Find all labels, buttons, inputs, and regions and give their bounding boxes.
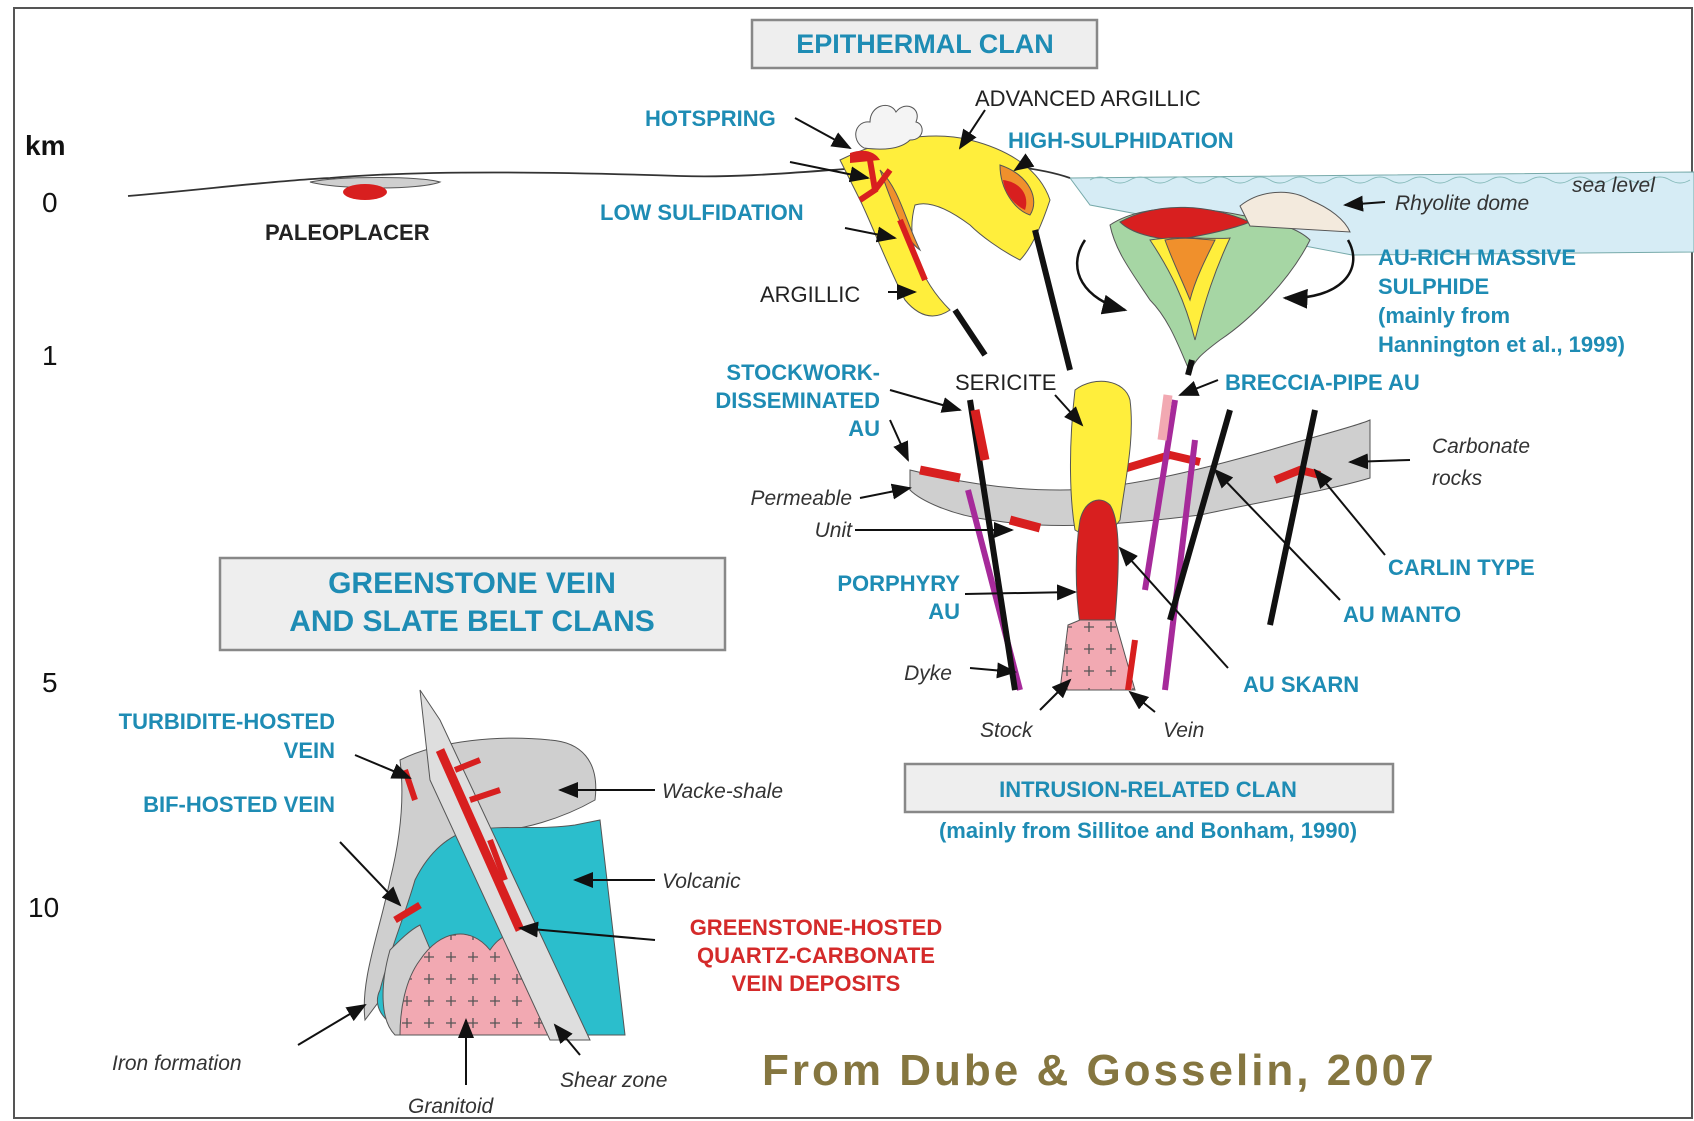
fault-carlin — [1270, 410, 1315, 625]
arrow-hotspring — [795, 118, 850, 148]
arrow-stockwork — [890, 390, 960, 410]
vms-feeder-line — [1188, 360, 1192, 375]
label-hotspring: HOTSPRING — [645, 106, 776, 131]
arrow-permeable — [860, 488, 910, 498]
label-dyke: Dyke — [904, 662, 952, 685]
arrow-iron-formation — [298, 1005, 365, 1045]
label-paleoplacer: PALEOPLACER — [265, 220, 430, 245]
epithermal-clan-title: EPITHERMAL CLAN — [796, 29, 1054, 59]
label-shear-zone: Shear zone — [560, 1069, 667, 1092]
feeder-argillic — [955, 310, 985, 355]
label-vms-4: Hannington et al., 1999) — [1378, 332, 1625, 357]
label-porphyry-2: AU — [928, 599, 960, 624]
arrow-breccia — [1180, 380, 1218, 395]
label-unit: Unit — [815, 519, 854, 542]
arrow-vein — [1130, 692, 1155, 712]
label-vms-1: AU-RICH MASSIVE — [1378, 245, 1576, 270]
label-iron-formation: Iron formation — [112, 1052, 242, 1075]
arrow-stock — [1040, 680, 1070, 710]
greenstone-clan-title-1: GREENSTONE VEIN — [328, 567, 616, 600]
fault-stockwork — [970, 400, 1015, 690]
label-carbonate-1: Carbonate — [1432, 435, 1530, 458]
arrow-dyke — [970, 668, 1015, 672]
label-stockwork-1: STOCKWORK- — [726, 360, 880, 385]
stock-vein — [1128, 640, 1135, 690]
label-volcanic: Volcanic — [662, 870, 741, 893]
label-vein: Vein — [1163, 719, 1204, 742]
greenstone-clan-title-2: AND SLATE BELT CLANS — [289, 605, 655, 638]
label-au-manto: AU MANTO — [1343, 602, 1461, 627]
au-manto-lens — [1120, 455, 1200, 470]
label-advanced-argillic: ADVANCED ARGILLIC — [975, 86, 1201, 111]
porphyry-deposit — [1076, 500, 1118, 625]
label-high-sulphidation: HIGH-SULPHIDATION — [1008, 128, 1234, 153]
label-carbonate-2: rocks — [1432, 467, 1483, 490]
source-credit: From Dube & Gosselin, 2007 — [762, 1046, 1437, 1095]
breccia-pipe — [1162, 395, 1168, 440]
depth-tick-0: 0 — [42, 187, 58, 218]
label-greenstone-hosted-2: QUARTZ-CARBONATE — [697, 943, 935, 968]
label-stockwork-3: AU — [848, 416, 880, 441]
label-sea-level: sea level — [1572, 174, 1656, 197]
label-carlin: CARLIN TYPE — [1388, 555, 1535, 580]
label-sericite: SERICITE — [955, 370, 1056, 395]
depth-tick-10: 10 — [28, 892, 59, 923]
label-breccia-pipe: BRECCIA-PIPE AU — [1225, 370, 1420, 395]
label-au-skarn: AU SKARN — [1243, 672, 1359, 697]
label-turbidite-1: TURBIDITE-HOSTED — [119, 709, 335, 734]
label-permeable: Permeable — [750, 487, 852, 510]
label-rhyolite-dome: Rhyolite dome — [1395, 192, 1529, 215]
label-greenstone-hosted-3: VEIN DEPOSITS — [732, 971, 901, 996]
label-wacke-shale: Wacke-shale — [662, 780, 783, 803]
label-bif: BIF-HOSTED VEIN — [143, 792, 335, 817]
label-vms-2: SULPHIDE — [1378, 274, 1489, 299]
label-argillic: ARGILLIC — [760, 282, 860, 307]
label-porphyry-1: PORPHYRY — [837, 571, 960, 596]
feeder-high-sulphidation — [1035, 230, 1070, 370]
label-greenstone-hosted-1: GREENSTONE-HOSTED — [690, 915, 943, 940]
intrusion-clan-title: INTRUSION-RELATED CLAN — [999, 777, 1297, 802]
intrusion-clan-source: (mainly from Sillitoe and Bonham, 1990) — [939, 818, 1357, 843]
label-stock: Stock — [980, 719, 1034, 742]
label-low-sulfidation: LOW SULFIDATION — [600, 200, 804, 225]
label-turbidite-2: VEIN — [284, 738, 335, 763]
arrow-stockwork-2 — [890, 420, 908, 460]
convection-arrow-left — [1077, 240, 1125, 310]
depth-axis-unit: km — [25, 130, 65, 161]
arrow-porphyry — [965, 592, 1075, 594]
stock-intrusion — [1060, 620, 1135, 690]
depth-tick-1: 1 — [42, 340, 58, 371]
depth-tick-5: 5 — [42, 667, 58, 698]
label-vms-3: (mainly from — [1378, 303, 1510, 328]
arrow-bif — [340, 842, 400, 905]
label-stockwork-2: DISSEMINATED — [715, 388, 880, 413]
label-granitoid: Granitoid — [408, 1095, 495, 1118]
paleoplacer-gold — [343, 184, 387, 200]
